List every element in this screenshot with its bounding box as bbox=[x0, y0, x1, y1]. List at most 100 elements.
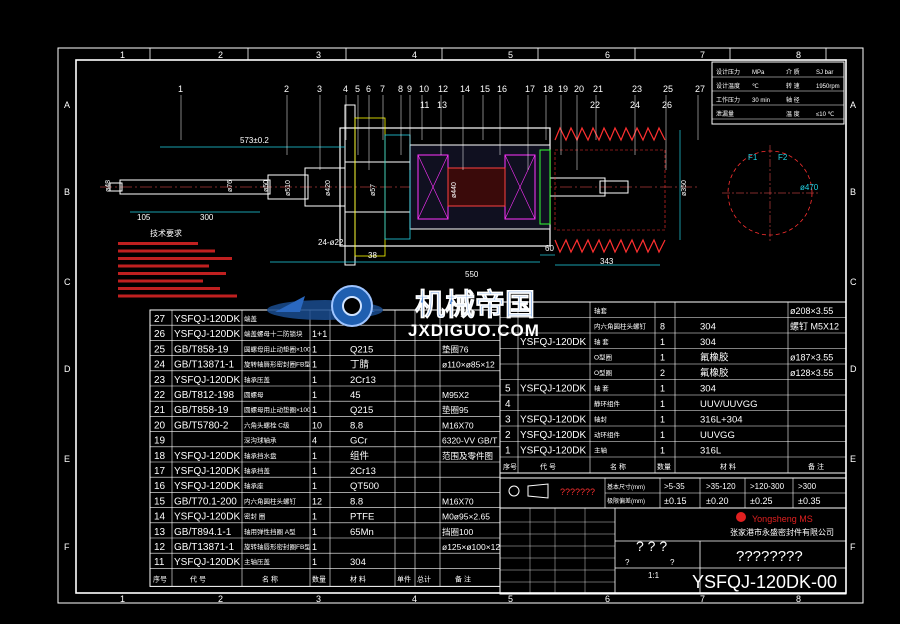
flange-view: F1 F2 ø470 bbox=[722, 145, 819, 241]
part-name: O型圈 bbox=[594, 368, 612, 377]
part-name: 主轴压盖 bbox=[244, 557, 271, 566]
part-code: YSFQJ-120DK bbox=[174, 466, 240, 477]
part-material: 45 bbox=[350, 390, 361, 401]
grid-row-right: E bbox=[850, 454, 856, 464]
part-material: Q215 bbox=[350, 344, 373, 355]
part-note: 范围及零件图 bbox=[442, 451, 493, 461]
part-qty: 1 bbox=[312, 405, 317, 415]
part-qty: 1 bbox=[312, 557, 317, 567]
spec-cell: 设计压力 bbox=[716, 68, 740, 76]
part-note: M0ø95×2.65 bbox=[442, 512, 490, 522]
projection-cone bbox=[527, 483, 549, 499]
brand-name: Yongsheng MS bbox=[752, 514, 813, 524]
header-no: 序号 bbox=[503, 462, 517, 471]
callout-number: 18 bbox=[543, 84, 553, 94]
title-frame bbox=[499, 507, 847, 595]
callout-number: 14 bbox=[460, 84, 470, 94]
part-material: 304 bbox=[700, 384, 716, 395]
part-code: YSFQJ-120DK bbox=[520, 430, 586, 441]
grid-row-left: D bbox=[64, 364, 71, 374]
dim-d6: ø420 bbox=[325, 180, 332, 196]
callout-number: 19 bbox=[558, 84, 568, 94]
technical-requirements: 技术要求 bbox=[118, 228, 237, 298]
header-mat: 材 料 bbox=[350, 574, 366, 583]
part-no: 14 bbox=[154, 512, 166, 523]
dim-105: 105 bbox=[137, 213, 151, 222]
callout-number: 17 bbox=[525, 84, 535, 94]
grid-col-bottom: 2 bbox=[218, 594, 223, 604]
part-material: 316L+304 bbox=[700, 415, 743, 426]
part-material: 组件 bbox=[350, 450, 370, 462]
part-name: 轴 套 bbox=[594, 337, 609, 346]
company-name: 张家港市永盛密封件有限公司 bbox=[730, 527, 834, 537]
callout-number: 5 bbox=[355, 84, 360, 94]
dim-d3: ø510 bbox=[285, 180, 292, 196]
part-name: 圆螺母用止动垫圈×100 bbox=[244, 344, 311, 353]
header-code: 代 号 bbox=[190, 574, 206, 583]
dim-d5: ø57 bbox=[370, 184, 377, 196]
dim-24-holes: 24-ø22 bbox=[318, 238, 344, 247]
tech-req-line bbox=[118, 242, 198, 245]
part-no: 21 bbox=[154, 405, 166, 416]
part-material: 8.8 bbox=[350, 496, 363, 507]
part-qty: 12 bbox=[312, 496, 322, 506]
part-qty: 1 bbox=[312, 375, 317, 385]
header-name: 名 称 bbox=[262, 574, 278, 583]
mark-2: ? bbox=[670, 558, 675, 567]
spec-cell: 1950rpm bbox=[816, 84, 840, 90]
spec-cell: 介 质 bbox=[786, 68, 800, 76]
part-material: QT500 bbox=[350, 481, 379, 492]
part-qty: 1 bbox=[312, 527, 317, 537]
drawing-name: ? ? ? bbox=[636, 538, 667, 554]
header-mat: 材 料 bbox=[720, 462, 736, 471]
callout-number: 25 bbox=[663, 84, 673, 94]
part-qty: 4 bbox=[312, 436, 317, 446]
dim-343: 343 bbox=[600, 257, 614, 266]
part-code: YSFQJ-120DK bbox=[174, 481, 240, 492]
grid-col-top: 5 bbox=[508, 50, 513, 60]
callout-number: 1 bbox=[178, 84, 183, 94]
part-name: 端盖 bbox=[244, 314, 258, 323]
tech-req-line bbox=[118, 249, 215, 253]
grid-col-bottom: 4 bbox=[412, 594, 417, 604]
tol-value: ±0.20 bbox=[706, 496, 728, 506]
flange-label-c: ø470 bbox=[800, 183, 819, 192]
header-qty: 数量 bbox=[312, 574, 326, 583]
part-no: 17 bbox=[154, 466, 166, 477]
dim-38: 38 bbox=[368, 251, 377, 260]
part-qty: 1 bbox=[660, 399, 665, 409]
part-material: 丁腈 bbox=[350, 359, 370, 371]
callout-number: 9 bbox=[407, 84, 412, 94]
grid-row-right: B bbox=[850, 187, 856, 197]
part-qty: 1 bbox=[312, 344, 317, 354]
tol-range: >120-300 bbox=[750, 482, 785, 491]
part-no: 11 bbox=[154, 557, 165, 568]
part-note: 挡圈100 bbox=[442, 527, 473, 537]
grid-col-bottom: 5 bbox=[508, 594, 513, 604]
tech-req-line bbox=[118, 279, 203, 283]
part-no: 19 bbox=[154, 436, 166, 447]
part-material: UUV/UUVGG bbox=[700, 399, 758, 410]
brand-logo bbox=[736, 512, 746, 522]
part-qty: 1 bbox=[660, 384, 665, 394]
part-qty: 1 bbox=[312, 451, 317, 461]
part-material: UUVGG bbox=[700, 430, 735, 441]
dim-d4: ø50 bbox=[263, 180, 270, 192]
part-name: 主轴 bbox=[594, 446, 608, 455]
flange-label-a: F1 bbox=[748, 153, 758, 162]
spec-cell: MPa bbox=[752, 70, 765, 76]
part-qty: 8 bbox=[660, 322, 665, 332]
grid-col-top: 1 bbox=[120, 50, 125, 60]
grid-col-bottom: 3 bbox=[316, 594, 321, 604]
part-material: 氟橡胶 bbox=[700, 352, 729, 364]
watermark-cn: 机械帝国 bbox=[415, 288, 535, 322]
drawing-number: YSFQJ-120DK-00 bbox=[692, 572, 837, 592]
header-note: 备 注 bbox=[455, 574, 471, 583]
part-material: 316L bbox=[700, 446, 721, 457]
part-note: ø125×ø100×12 bbox=[442, 542, 500, 552]
part-no: 13 bbox=[154, 527, 166, 538]
